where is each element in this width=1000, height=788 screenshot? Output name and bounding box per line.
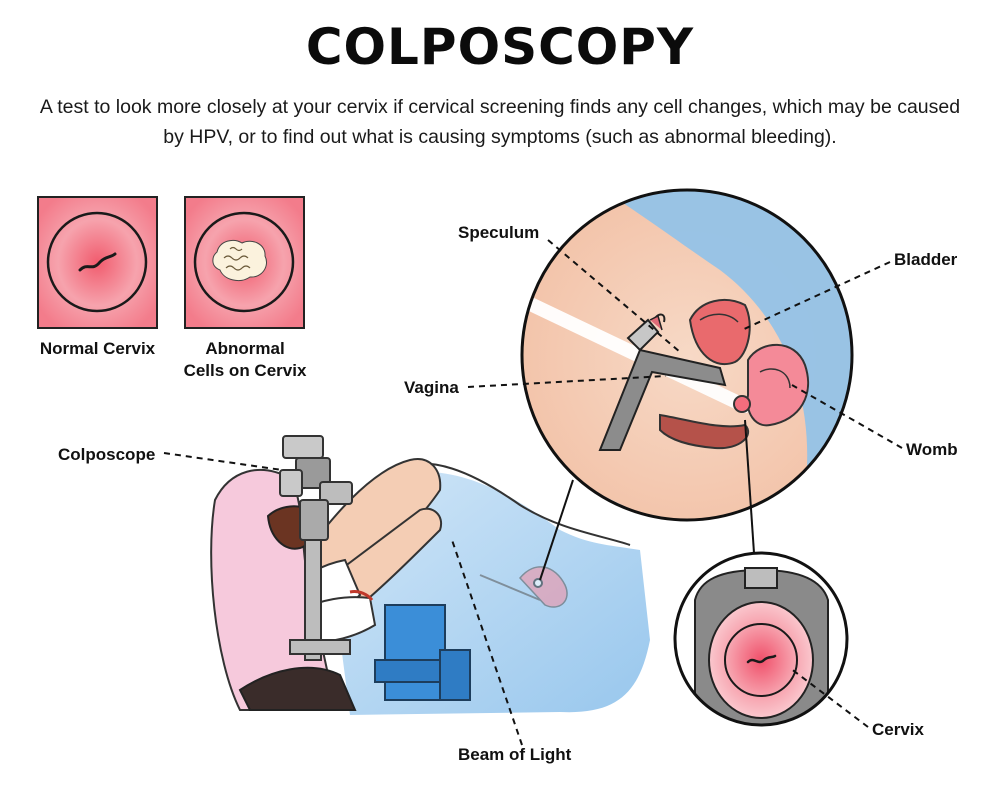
cervix-view-circle — [673, 551, 849, 727]
vagina-label: Vagina — [404, 378, 459, 397]
beam-of-light-leader-line — [451, 539, 523, 746]
bladder-label: Bladder — [894, 250, 958, 269]
colposcope-device — [279, 435, 353, 661]
patient-drape — [290, 458, 650, 715]
page-title: COLPOSCOPY — [305, 18, 695, 76]
cervix-label: Cervix — [872, 720, 924, 739]
vagina-leader-line — [467, 375, 667, 388]
abnormal-cervix-thumbnail — [184, 196, 305, 329]
bladder-leader-line — [741, 261, 891, 331]
beam-of-light-label: Beam of Light — [458, 745, 572, 764]
page-subtitle: A test to look more closely at your cerv… — [39, 96, 961, 148]
cervix-leader-line — [789, 667, 869, 728]
abnormal-cervix-label-line1: Abnormal — [205, 339, 285, 358]
normal-cervix-label: Normal Cervix — [39, 339, 156, 358]
colposcope-leader-line — [163, 452, 283, 471]
abnormal-cervix-label-line2: Cells on Cervix — [183, 361, 307, 380]
speculum-label: Speculum — [458, 223, 540, 242]
zoomed-anatomy-circle — [520, 188, 854, 522]
speculum-leader-line — [547, 239, 681, 353]
colposcope-label: Colposcope — [58, 445, 156, 464]
womb-label: Womb — [906, 440, 958, 459]
normal-cervix-thumbnail — [37, 196, 158, 329]
